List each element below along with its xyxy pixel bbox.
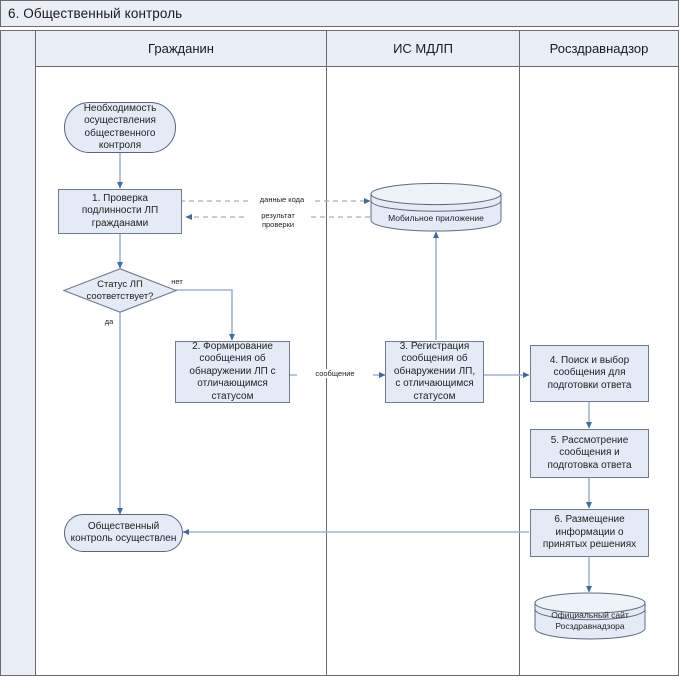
cylinder-shape-icon [534,592,646,640]
lane-label: Росздравнадзор [549,41,649,56]
node-label: Статус ЛП соответствует? [86,279,154,302]
node-datastore-mobile-app[interactable]: Мобильное приложение [370,182,502,232]
edge-label-message: сообщение [297,369,373,378]
lane-header-is-mdlp: ИС МДЛП [326,31,519,66]
node-process-6-publish-decisions[interactable]: 6. Размещение информации о принятых реше… [530,509,649,557]
node-label: 4. Поиск и выбор сообщения для подготовк… [547,354,632,391]
edge-label-code-data: данные кода [252,195,312,204]
node-start-need-public-control[interactable]: Необходимость осуществления общественног… [64,102,176,153]
lane-header-roszdravnadzor: Росздравнадзор [519,31,678,66]
edge-label-text: нет [171,277,183,286]
node-process-1-check-authenticity[interactable]: 1. Проверка подлинности ЛП гражданами [58,189,182,234]
node-label: 2. Формирование сообщения об обнаружении… [189,340,276,402]
page-title: 6. Общественный контроль [8,6,183,21]
edge-label-text-line2: проверки [261,220,295,229]
edge-label-no: нет [166,277,188,286]
lane-label: Гражданин [148,41,214,56]
lane-label: ИС МДЛП [393,41,453,56]
node-label: Официальный сайт Росздравнадзора [551,610,629,631]
edge-label-text: сообщение [315,369,355,378]
node-label: 1. Проверка подлинности ЛП гражданами [81,192,159,229]
edge-label-check-result: результат проверки [248,211,308,229]
node-end-public-control-performed[interactable]: Общественный контроль осуществлен [64,514,183,552]
node-process-5-review-and-prepare-answer[interactable]: 5. Рассмотрение сообщения и подготовка о… [530,429,649,478]
edge-label-text-line1: результат [261,211,295,220]
diamond-shape-icon [63,268,177,313]
node-label: 6. Размещение информации о принятых реше… [542,514,637,551]
edge-label-text: данные кода [259,195,305,204]
node-process-3-register-message[interactable]: 3. Регистрация сообщения об обнаружении … [385,341,484,403]
node-process-2-compose-message[interactable]: 2. Формирование сообщения об обнаружении… [175,341,290,403]
diagram-title-bar: 6. Общественный контроль [0,0,679,27]
pool-gutter [1,31,36,675]
cylinder-shape-icon [370,182,502,232]
lane-divider-2 [519,67,520,675]
node-label: Общественный контроль осуществлен [70,520,177,545]
node-decision-status-matches[interactable]: Статус ЛП соответствует? [63,268,177,313]
lane-header-citizen: Гражданин [36,31,326,66]
node-datastore-official-site[interactable]: Официальный сайт Росздравнадзора [534,592,646,640]
edge-label-yes: да [100,317,118,326]
node-label: Мобильное приложение [388,212,484,223]
edge-label-text: да [104,317,114,326]
lane-header-row: Гражданин ИС МДЛП Росздравнадзор [36,31,678,67]
node-label: 3. Регистрация сообщения об обнаружении … [393,340,476,402]
node-process-4-search-select-message[interactable]: 4. Поиск и выбор сообщения для подготовк… [530,345,649,402]
node-label: 5. Рассмотрение сообщения и подготовка о… [547,434,632,471]
node-label: Необходимость осуществления общественног… [83,102,157,152]
